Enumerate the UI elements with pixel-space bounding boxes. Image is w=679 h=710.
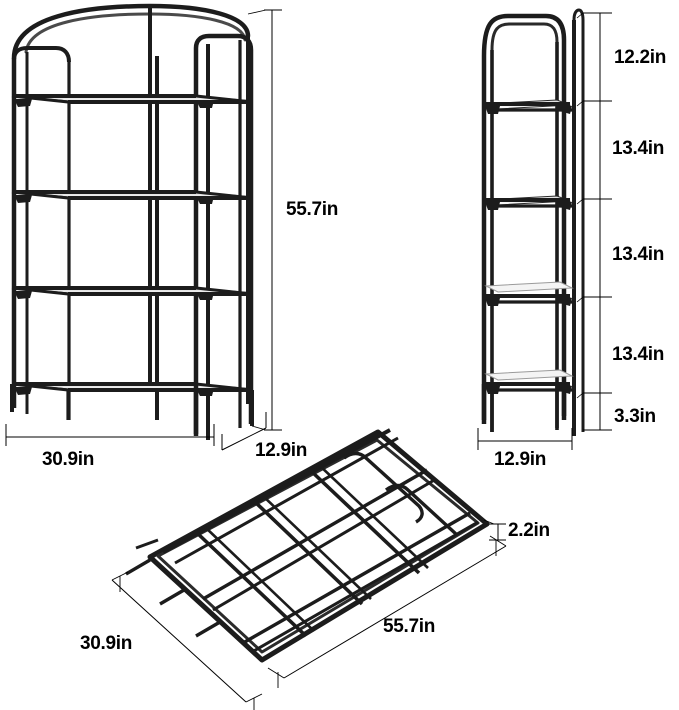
front-view-dimension-lines [5,9,282,451]
side-shelf-1 [483,99,574,114]
front-shelf-2 [11,190,253,204]
dimension-label-folded-thickness: 2.2in [508,520,550,541]
dimension-label-tier-3: 13.4in [612,244,665,265]
front-view-illustration [10,3,254,440]
side-shelf-3 [484,281,574,306]
dimension-label-front-height: 55.7in [286,199,339,220]
front-shelf-1 [11,94,253,108]
dimension-label-folded-length: 55.7in [383,616,436,637]
dimension-label-side-depth: 12.9in [494,449,547,470]
side-view-illustration [481,8,585,436]
dimension-label-tier-2: 13.4in [612,138,665,159]
side-view-dimension-lines [477,12,612,450]
front-shelf-3 [11,286,253,300]
dimension-label-tier-4: 13.4in [612,344,665,365]
folded-view-illustration [125,428,490,663]
side-shelf-4 [484,369,574,394]
side-shelf-2 [483,195,574,210]
dimension-label-front-depth: 12.9in [255,440,308,461]
dimension-label-front-width: 30.9in [42,449,95,470]
front-shelf-4 [11,382,253,396]
dimension-label-tier-5: 3.3in [614,406,656,427]
dimension-label-tier-1: 12.2in [614,47,667,68]
folded-view-dimension-lines [111,519,507,710]
dimension-label-folded-width: 30.9in [80,633,133,654]
